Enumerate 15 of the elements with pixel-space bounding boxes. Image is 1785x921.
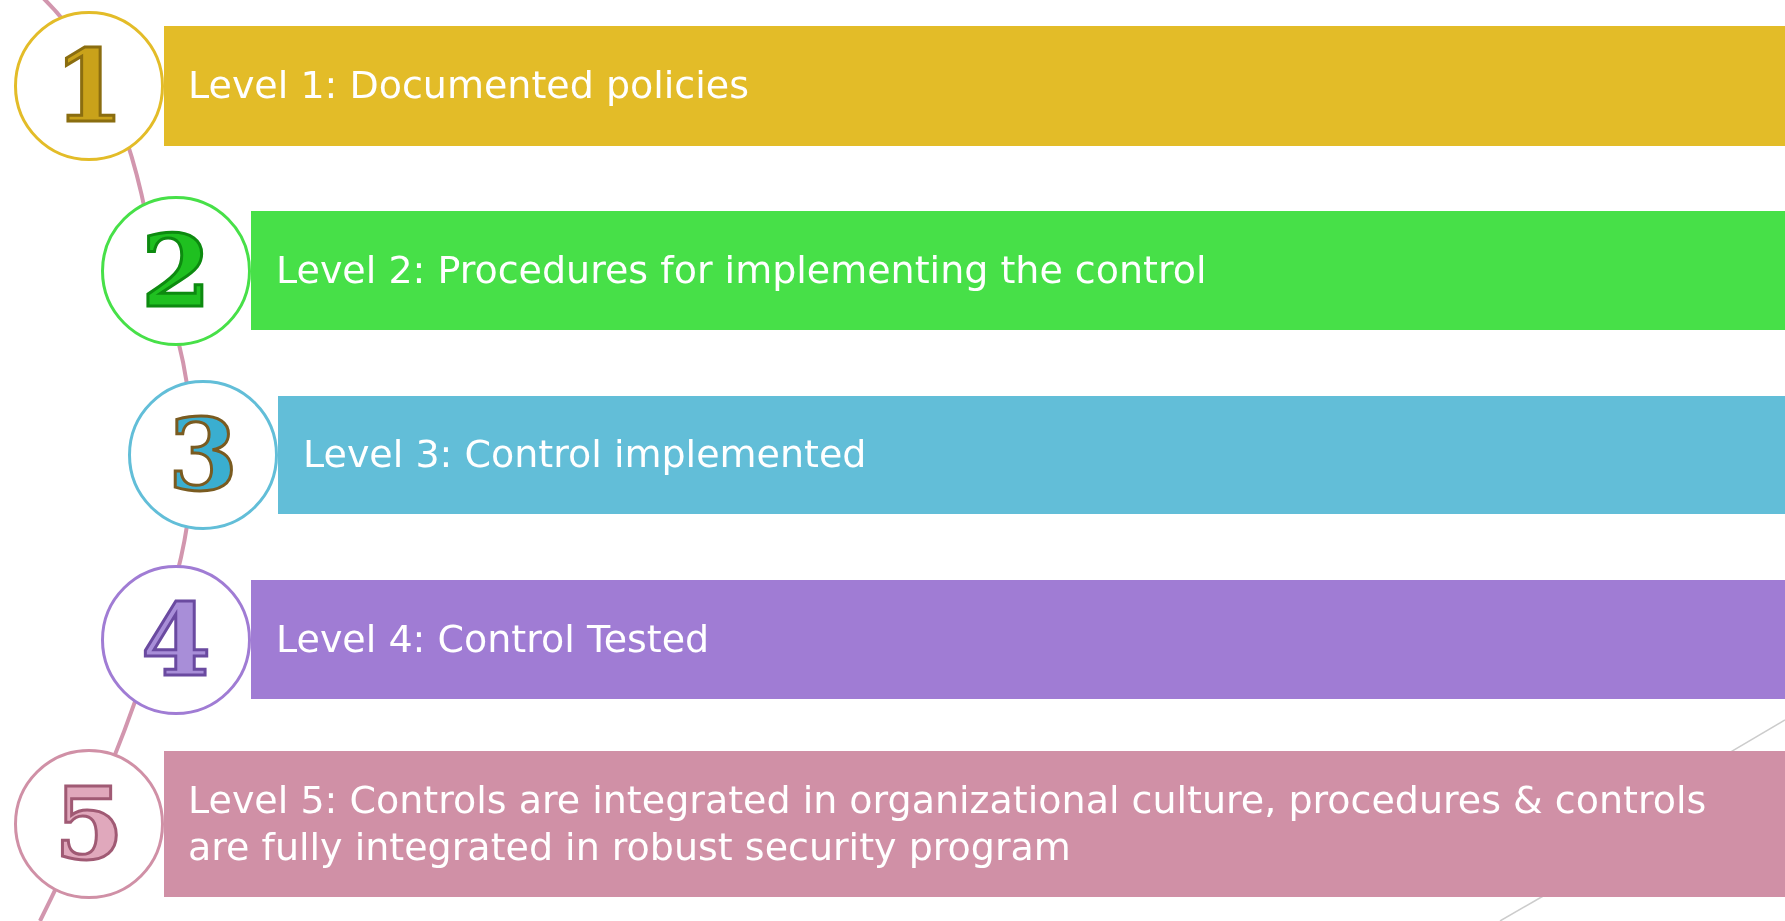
level-number: 5 [54, 774, 124, 874]
level-number: 4 [141, 590, 211, 690]
level-text: Level 3: Control implemented [303, 431, 867, 479]
level-bar [251, 211, 1785, 330]
level-bar [164, 751, 1785, 897]
level-text: Level 1: Documented policies [188, 62, 749, 110]
level-bar [278, 396, 1785, 514]
level-text: Level 5: Controls are integrated in organizational culture, procedures & controls are fully integrated in robust security program [188, 776, 1708, 871]
level-number: 3 [168, 405, 238, 505]
level-bar [164, 26, 1785, 146]
level-bar [251, 580, 1785, 699]
level-number: 2 [141, 221, 211, 321]
level-number: 1 [54, 36, 124, 136]
level-text: Level 2: Procedures for implementing the control [276, 246, 1207, 294]
level-text: Level 4: Control Tested [276, 615, 710, 663]
